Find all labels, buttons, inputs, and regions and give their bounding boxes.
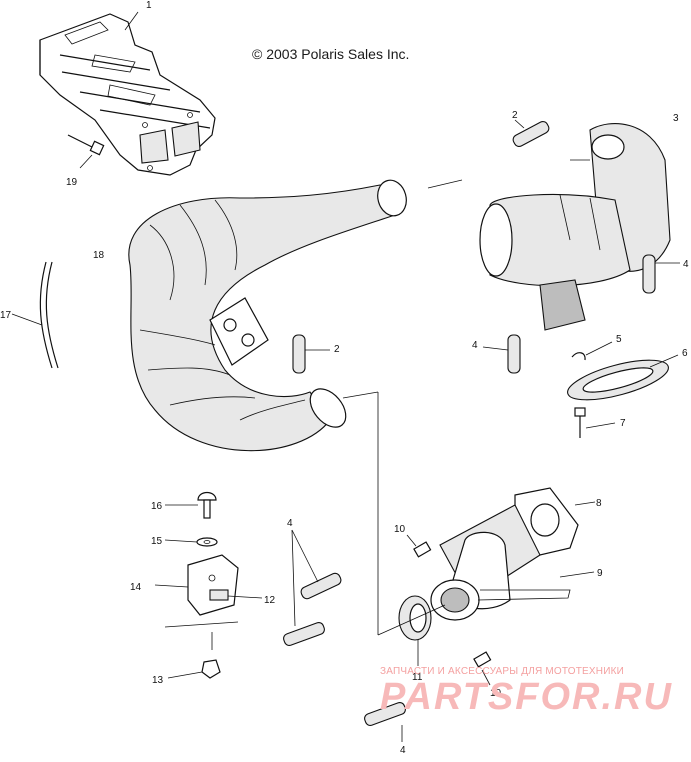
callout-11: 11 <box>412 672 423 683</box>
spring-2a <box>512 119 550 148</box>
washer-15 <box>164 537 218 547</box>
mount-block-14 <box>154 554 263 616</box>
callout-12: 12 <box>264 595 276 606</box>
callout-16: 16 <box>151 501 163 512</box>
manifold <box>430 487 596 621</box>
callout-4d: 4 <box>400 745 406 756</box>
spring-4c <box>283 529 342 646</box>
ring-11 <box>398 595 432 666</box>
copyright-text: © 2003 Polaris Sales Inc. <box>252 46 410 62</box>
bolt-10a <box>406 534 432 558</box>
callout-6: 6 <box>682 348 688 359</box>
callout-18: 18 <box>93 250 105 261</box>
bolt-19 <box>67 134 105 169</box>
watermark-logo: PARTSFOR.RU <box>380 676 673 718</box>
callout-15: 15 <box>151 536 163 547</box>
gasket-6 <box>567 354 679 401</box>
callout-19: 19 <box>66 177 78 188</box>
callout-2a: 2 <box>512 110 518 121</box>
mounting-bracket <box>39 11 216 176</box>
callout-4c: 4 <box>287 518 293 529</box>
callout-10a: 10 <box>394 524 406 535</box>
bolt-7 <box>574 407 616 438</box>
callout-17: 17 <box>0 310 12 321</box>
expansion-pipe <box>128 179 407 452</box>
spring-4a <box>642 254 680 294</box>
bolt-10b <box>473 651 492 686</box>
bolt-16 <box>165 491 217 519</box>
spring-2b <box>292 334 330 374</box>
nut-13 <box>167 632 221 679</box>
spring-4d <box>364 702 406 742</box>
callout-10b: 10 <box>490 688 502 699</box>
callout-1: 1 <box>146 0 152 11</box>
clip-5 <box>571 341 613 361</box>
assembly-lines <box>164 179 463 636</box>
callout-5: 5 <box>616 334 622 345</box>
callout-14: 14 <box>130 582 142 593</box>
spring-4b <box>482 334 521 374</box>
silencer <box>479 123 671 331</box>
callout-4a: 4 <box>683 259 689 270</box>
callout-7: 7 <box>620 418 626 429</box>
callout-2b: 2 <box>334 344 340 355</box>
callout-9: 9 <box>597 568 603 579</box>
watermark-tagline: ЗАПЧАСТИ И АКСЕССУАРЫ ДЛЯ МОТОТЕХНИКИ <box>380 666 625 677</box>
strap-17 <box>11 261 59 369</box>
callout-8: 8 <box>596 498 602 509</box>
callout-4b: 4 <box>472 340 478 351</box>
callout-3: 3 <box>673 113 679 124</box>
callout-13: 13 <box>152 675 164 686</box>
